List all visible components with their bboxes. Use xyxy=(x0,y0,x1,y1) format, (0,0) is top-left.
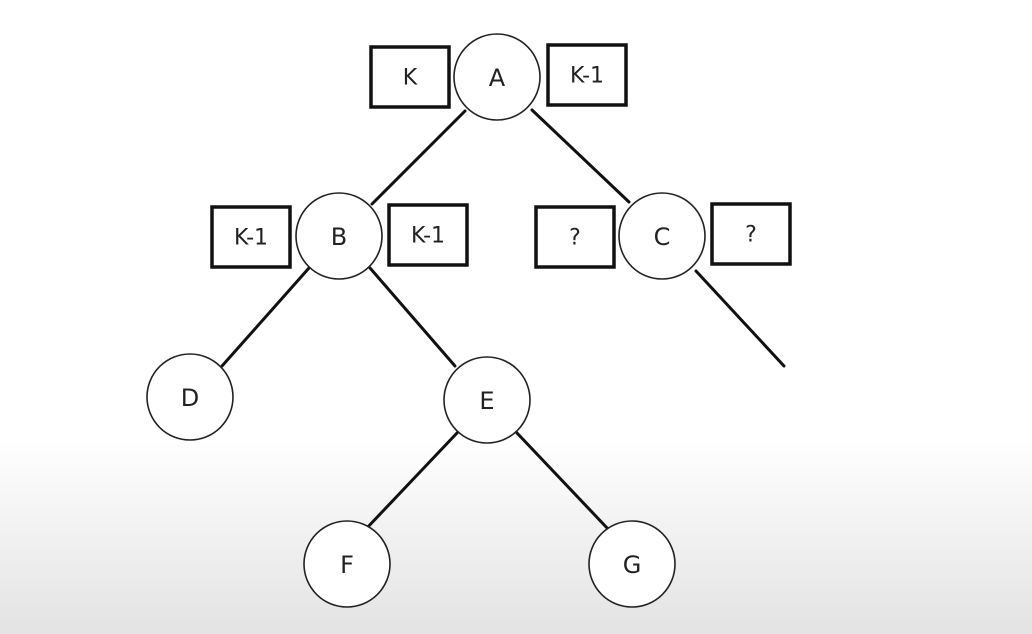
annotation-b-right-label: K-1 xyxy=(411,224,445,249)
node-f: F xyxy=(303,520,391,608)
annotation-c-left-label: ? xyxy=(569,226,581,251)
node-d: D xyxy=(146,353,234,441)
node-e: E xyxy=(443,356,531,444)
annotation-c-right: ? xyxy=(710,202,792,266)
annotation-a-left: K xyxy=(369,45,451,109)
node-c-label: C xyxy=(654,223,671,251)
node-g-label: G xyxy=(623,551,642,579)
edge-a-b xyxy=(370,109,467,206)
annotation-b-right: K-1 xyxy=(387,203,469,267)
annotation-a-right-label: K-1 xyxy=(570,64,604,89)
edge-a-c xyxy=(530,108,631,204)
node-b-label: B xyxy=(331,223,347,251)
annotation-a-left-label: K xyxy=(403,66,418,91)
annotation-b-left: K-1 xyxy=(210,205,292,269)
annotation-a-right: K-1 xyxy=(546,43,628,107)
node-c: C xyxy=(618,192,706,280)
node-b: B xyxy=(295,192,383,280)
node-f-label: F xyxy=(340,551,354,579)
annotation-c-right-label: ? xyxy=(745,223,757,248)
node-g: G xyxy=(588,520,676,608)
node-a: A xyxy=(453,33,541,121)
edge-b-d xyxy=(220,266,311,368)
annotation-c-left: ? xyxy=(534,205,616,269)
node-d-label: D xyxy=(181,384,199,412)
edge-c-child-stub xyxy=(694,269,786,368)
edge-e-f xyxy=(363,431,459,532)
node-a-label: A xyxy=(489,64,506,92)
edge-b-e xyxy=(368,266,457,368)
annotation-b-left-label: K-1 xyxy=(234,226,268,251)
node-e-label: E xyxy=(479,387,494,415)
edge-e-g xyxy=(515,431,611,532)
